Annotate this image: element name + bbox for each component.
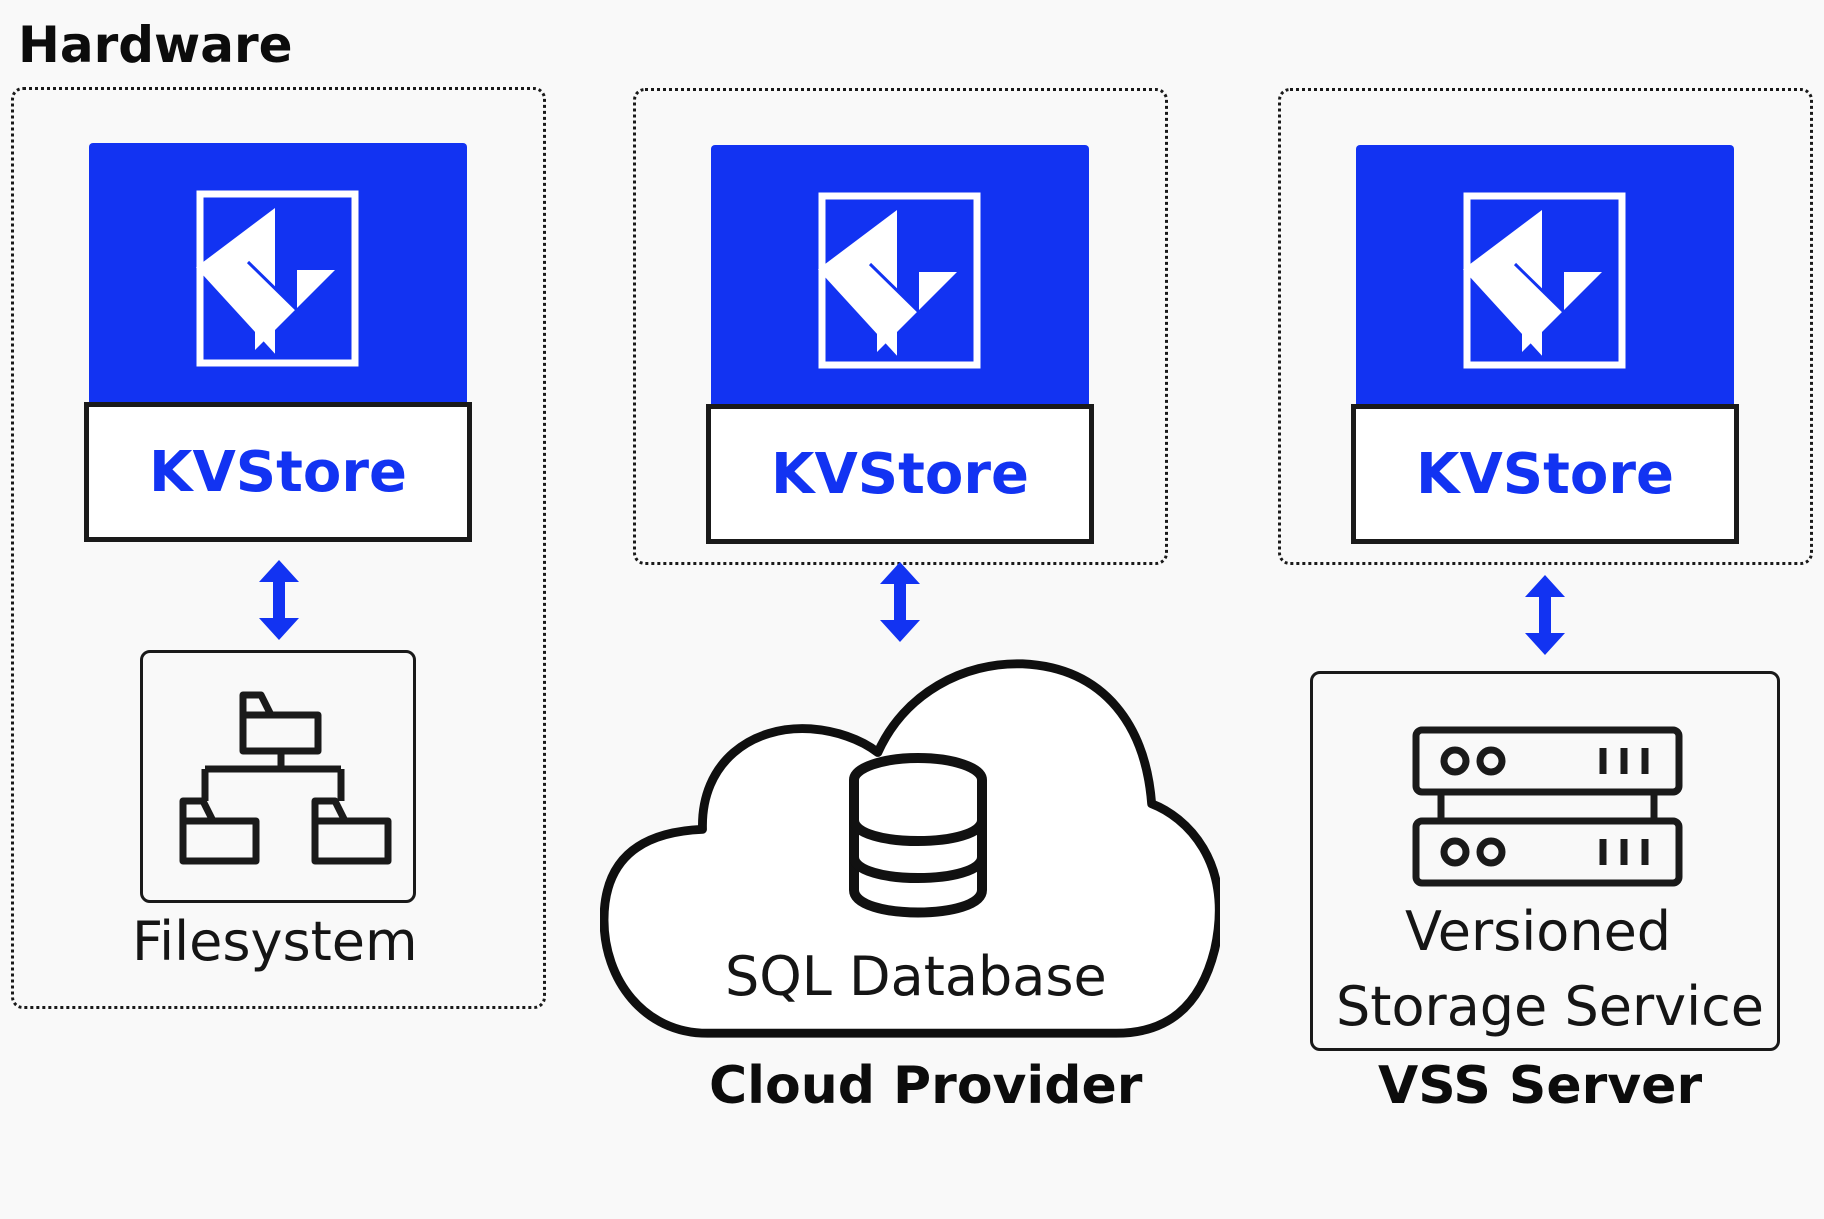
kvstore-logo-icon [818,192,981,369]
kvstore-header [711,145,1089,407]
versioned-storage-label-line2: Storage Service [1336,975,1765,1038]
group-label-vss-server: VSS Server [1378,1056,1703,1116]
cloud-icon [600,659,1220,1038]
sql-database-label: SQL Database [725,945,1107,1008]
kvstore-label: KVStore [149,439,407,505]
group-label-cloud-provider: Cloud Provider [709,1056,1143,1116]
versioned-storage-box [1310,671,1780,1051]
filesystem-box [140,650,416,903]
group-label-hardware: Hardware [18,16,293,74]
kvstore-label: KVStore [771,441,1029,507]
group-frame-hardware [11,87,546,1009]
kvstore-label-box: KVStore [1351,404,1739,544]
bidirectional-arrow-icon [880,562,920,642]
kvstore-logo-icon [1463,192,1626,369]
group-frame-vss-server [1278,88,1813,565]
kvstore-header [1356,145,1734,407]
folder-tree-icon [179,691,392,865]
server-icon [1412,726,1683,887]
versioned-storage-label-line1: Versioned [1405,900,1672,963]
kvstore-label: KVStore [1416,441,1674,507]
filesystem-label: Filesystem [132,910,418,973]
kvstore-label-box: KVStore [84,402,472,542]
bidirectional-arrow-icon [259,560,299,640]
kvstore-logo-icon [196,190,359,367]
kvstore-label-box: KVStore [706,404,1094,544]
bidirectional-arrow-icon [1525,575,1565,655]
kvstore-header [89,143,467,405]
